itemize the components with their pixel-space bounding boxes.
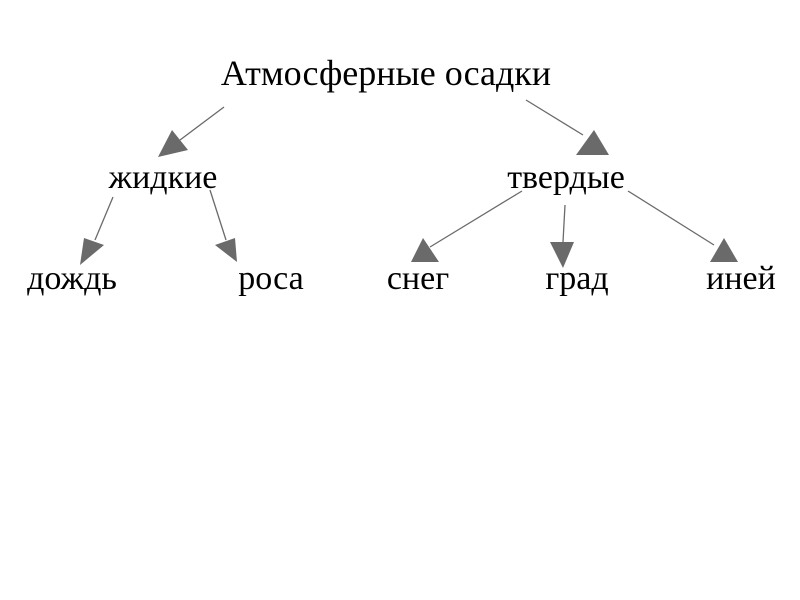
group-node-liquid: жидкие	[108, 159, 218, 196]
arrow-solid-to-hail	[550, 204, 574, 268]
leaf-node-frost: иней	[706, 260, 776, 297]
root-node-label: Атмосферные осадки	[220, 53, 552, 93]
leaf-node-rain: дождь	[27, 260, 117, 297]
leaf-node-hail: град	[545, 260, 609, 297]
arrow-solid-to-snow	[411, 190, 523, 262]
arrow-solid-to-frost	[627, 190, 738, 262]
leaf-node-dew: роса	[238, 260, 304, 297]
leaf-node-snow: снег	[386, 260, 450, 297]
arrow-liquid-to-rain	[80, 196, 114, 265]
arrow-root-to-solid	[525, 99, 609, 155]
arrow-liquid-to-dew	[209, 189, 237, 262]
arrow-root-to-liquid	[158, 106, 225, 157]
group-node-solid: твердые	[507, 159, 625, 196]
